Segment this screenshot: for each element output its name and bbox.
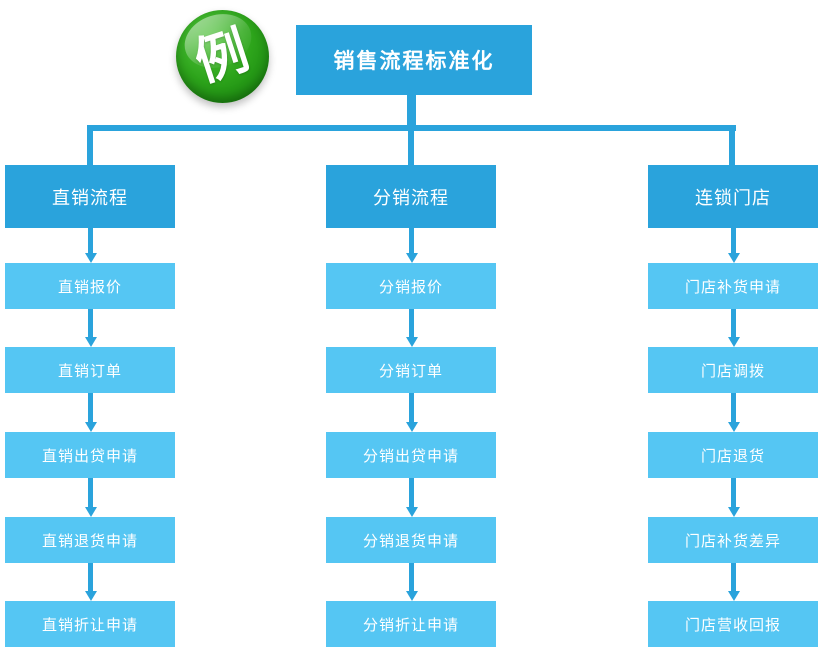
arrow-down-icon xyxy=(727,393,740,432)
flow-box-store-restock-difference: 门店补货差异 xyxy=(648,517,818,563)
flow-box-label: 门店退货 xyxy=(700,446,765,465)
flow-box-store-transfer: 门店调拨 xyxy=(648,347,818,393)
arrow-stem xyxy=(88,228,93,253)
connector-line-title-drop xyxy=(407,95,416,126)
flow-box-direct-shipment-request: 直销出贷申请 xyxy=(5,432,175,478)
arrow-head xyxy=(405,422,418,432)
flow-box-label: 门店补货申请 xyxy=(684,277,781,296)
arrow-stem xyxy=(731,478,736,507)
arrow-down-icon xyxy=(727,309,740,347)
arrow-down-icon xyxy=(405,309,418,347)
arrow-down-icon xyxy=(405,478,418,517)
arrow-down-icon xyxy=(727,478,740,517)
column-header-direct-sales: 直销流程 xyxy=(5,165,175,228)
arrow-stem xyxy=(88,309,93,337)
arrow-head xyxy=(727,507,740,517)
arrow-stem xyxy=(88,478,93,507)
arrow-down-icon xyxy=(405,563,418,601)
connector-line-drop-left xyxy=(87,131,93,165)
arrow-head xyxy=(84,337,97,347)
flow-box-direct-return-request: 直销退货申请 xyxy=(5,517,175,563)
arrow-down-icon xyxy=(84,309,97,347)
flow-box-direct-order: 直销订单 xyxy=(5,347,175,393)
flow-box-label: 直销出贷申请 xyxy=(41,446,138,465)
arrow-down-icon xyxy=(727,563,740,601)
arrow-down-icon xyxy=(84,228,97,263)
arrow-head xyxy=(405,253,418,263)
arrow-stem xyxy=(409,563,414,591)
arrow-stem xyxy=(409,393,414,422)
column-header-chain-stores: 连锁门店 xyxy=(648,165,818,228)
flow-box-label: 门店营收回报 xyxy=(684,615,781,634)
column-header-label: 连锁门店 xyxy=(695,187,771,209)
arrow-down-icon xyxy=(727,228,740,263)
arrow-head xyxy=(405,591,418,601)
arrow-head xyxy=(84,422,97,432)
arrow-head xyxy=(727,591,740,601)
example-badge-label: 例 xyxy=(188,19,257,94)
title-label: 销售流程标准化 xyxy=(333,49,495,73)
arrow-stem xyxy=(409,228,414,253)
column-header-label: 直销流程 xyxy=(52,187,128,209)
flow-box-label: 直销折让申请 xyxy=(41,615,138,634)
flow-box-distribution-discount-request: 分销折让申请 xyxy=(326,601,496,647)
title-box: 销售流程标准化 xyxy=(296,25,532,95)
arrow-down-icon xyxy=(405,228,418,263)
connector-line-drop-right xyxy=(729,131,735,165)
arrow-stem xyxy=(88,393,93,422)
flow-box-label: 分销报价 xyxy=(378,277,443,296)
flow-box-distribution-return-request: 分销退货申请 xyxy=(326,517,496,563)
flow-box-label: 分销出贷申请 xyxy=(362,446,459,465)
column-header-distribution: 分销流程 xyxy=(326,165,496,228)
arrow-stem xyxy=(409,478,414,507)
flow-box-distribution-order: 分销订单 xyxy=(326,347,496,393)
arrow-down-icon xyxy=(84,563,97,601)
arrow-head xyxy=(84,507,97,517)
flow-box-label: 直销报价 xyxy=(57,277,122,296)
arrow-head xyxy=(727,337,740,347)
connector-line-drop-center xyxy=(408,131,414,165)
arrow-down-icon xyxy=(84,478,97,517)
arrow-stem xyxy=(731,563,736,591)
flow-box-label: 分销订单 xyxy=(378,361,443,380)
arrow-stem xyxy=(88,563,93,591)
flow-box-label: 门店调拨 xyxy=(700,361,765,380)
flow-box-label: 直销退货申请 xyxy=(41,531,138,550)
flow-box-label: 门店补货差异 xyxy=(684,531,781,550)
arrow-down-icon xyxy=(84,393,97,432)
flow-box-label: 分销折让申请 xyxy=(362,615,459,634)
example-badge: 例 xyxy=(176,10,269,103)
arrow-head xyxy=(405,337,418,347)
flow-box-distribution-shipment-request: 分销出贷申请 xyxy=(326,432,496,478)
flow-box-direct-quote: 直销报价 xyxy=(5,263,175,309)
arrow-stem xyxy=(731,309,736,337)
flow-box-direct-discount-request: 直销折让申请 xyxy=(5,601,175,647)
arrow-head xyxy=(84,253,97,263)
flow-box-store-restock-request: 门店补货申请 xyxy=(648,263,818,309)
arrow-stem xyxy=(409,309,414,337)
arrow-down-icon xyxy=(405,393,418,432)
arrow-head xyxy=(84,591,97,601)
arrow-stem xyxy=(731,393,736,422)
flow-box-label: 分销退货申请 xyxy=(362,531,459,550)
flow-box-store-return: 门店退货 xyxy=(648,432,818,478)
arrow-head xyxy=(727,253,740,263)
arrow-head xyxy=(727,422,740,432)
arrow-stem xyxy=(731,228,736,253)
connector-line-horizontal xyxy=(87,125,736,131)
arrow-head xyxy=(405,507,418,517)
flow-box-distribution-quote: 分销报价 xyxy=(326,263,496,309)
flow-box-label: 直销订单 xyxy=(57,361,122,380)
column-header-label: 分销流程 xyxy=(373,187,449,209)
flow-box-store-revenue-report: 门店营收回报 xyxy=(648,601,818,647)
